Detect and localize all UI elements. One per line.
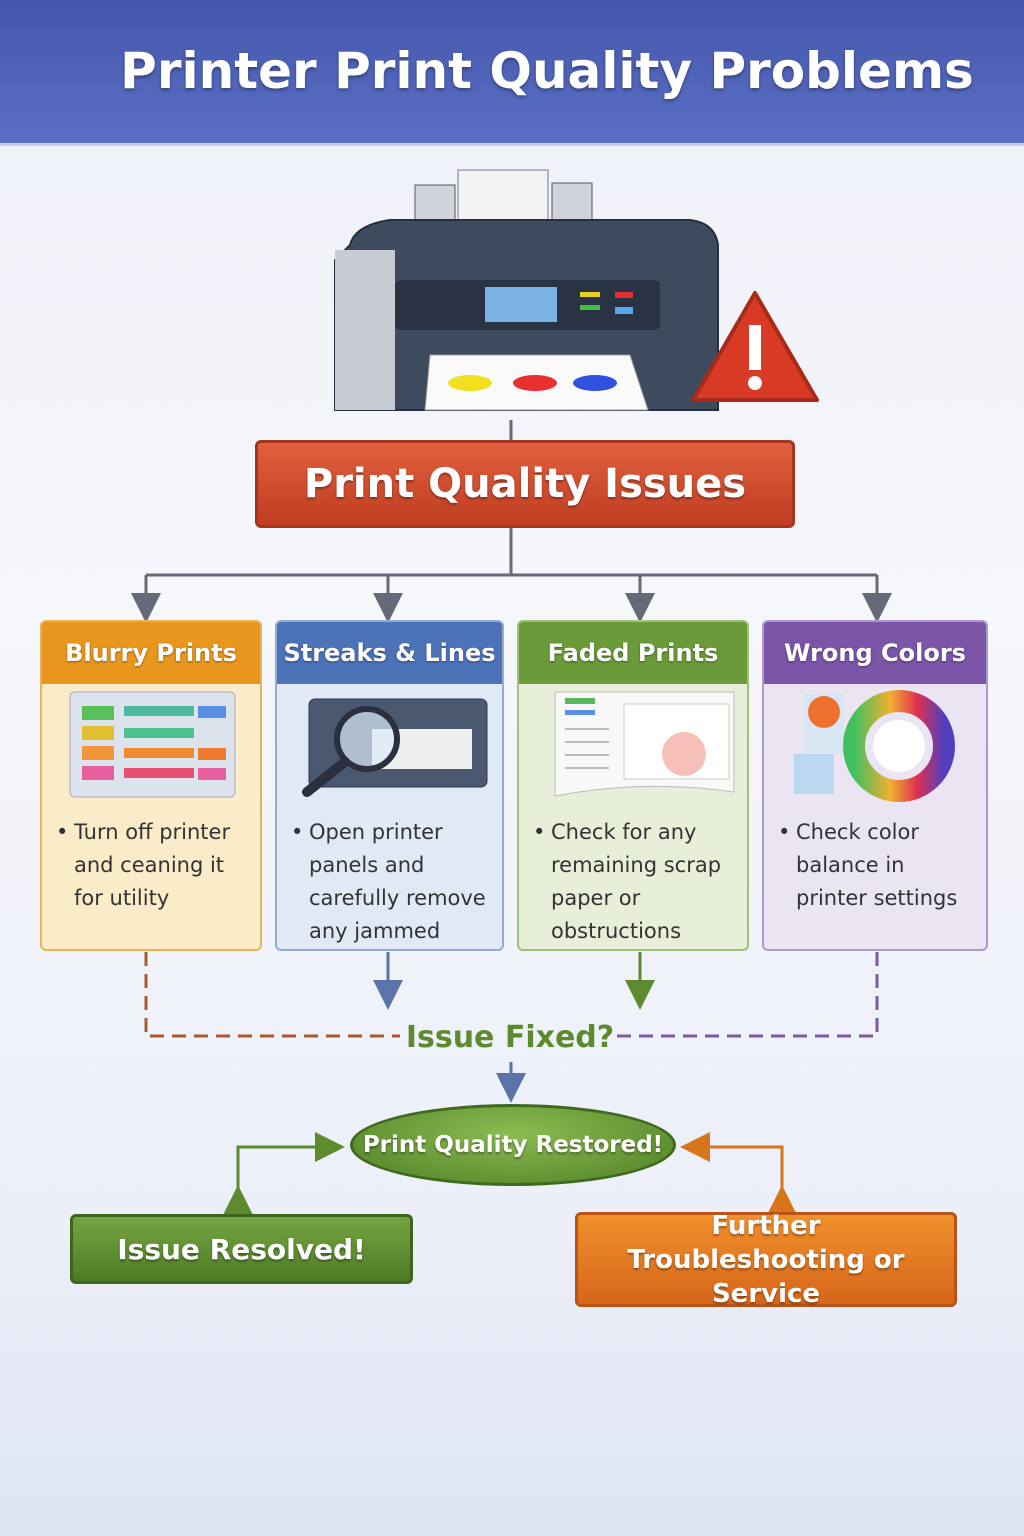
card-title: Blurry Prints [42,622,260,684]
card-text: Check for any remaining scrap paper or o… [551,820,722,943]
warning-icon [691,291,819,402]
card-blurry-prints: Blurry Prints •Turn off printer and cean… [40,620,262,951]
faded-document-icon [519,684,747,804]
magnifier-icon [277,684,502,804]
printer-icon [334,169,819,411]
card-text: Check color balance in printer settings [796,820,958,910]
card-title: Wrong Colors [764,622,986,684]
card-streaks-lines: Streaks & Lines •Open printer panels and… [275,620,504,951]
further-troubleshooting-box: Further Troubleshooting or Service [575,1211,957,1309]
header-band [0,0,1024,146]
card-text: Turn off printer and ceaning it for util… [74,820,231,910]
card-text: Open printer panels and carefully remove… [309,820,486,943]
main-issue-box: Print Quality Issues [255,440,795,528]
color-wheel-icon [764,684,986,804]
card-faded-prints: Faded Prints •Check for any remaining sc… [517,620,749,951]
further-label: Further Troubleshooting or Service [627,1210,905,1309]
card-title: Faded Prints [519,622,747,684]
page-title: Printer Print Quality Problems [120,42,974,100]
card-title: Streaks & Lines [277,622,502,684]
color-bars-icon [42,684,260,804]
card-wrong-colors: Wrong Colors •Check color balance in pri… [762,620,988,951]
outcome-oval: Print Quality Restored! [350,1104,676,1186]
issue-resolved-box: Issue Resolved! [70,1214,413,1284]
decision-label: Issue Fixed? [405,1020,615,1055]
